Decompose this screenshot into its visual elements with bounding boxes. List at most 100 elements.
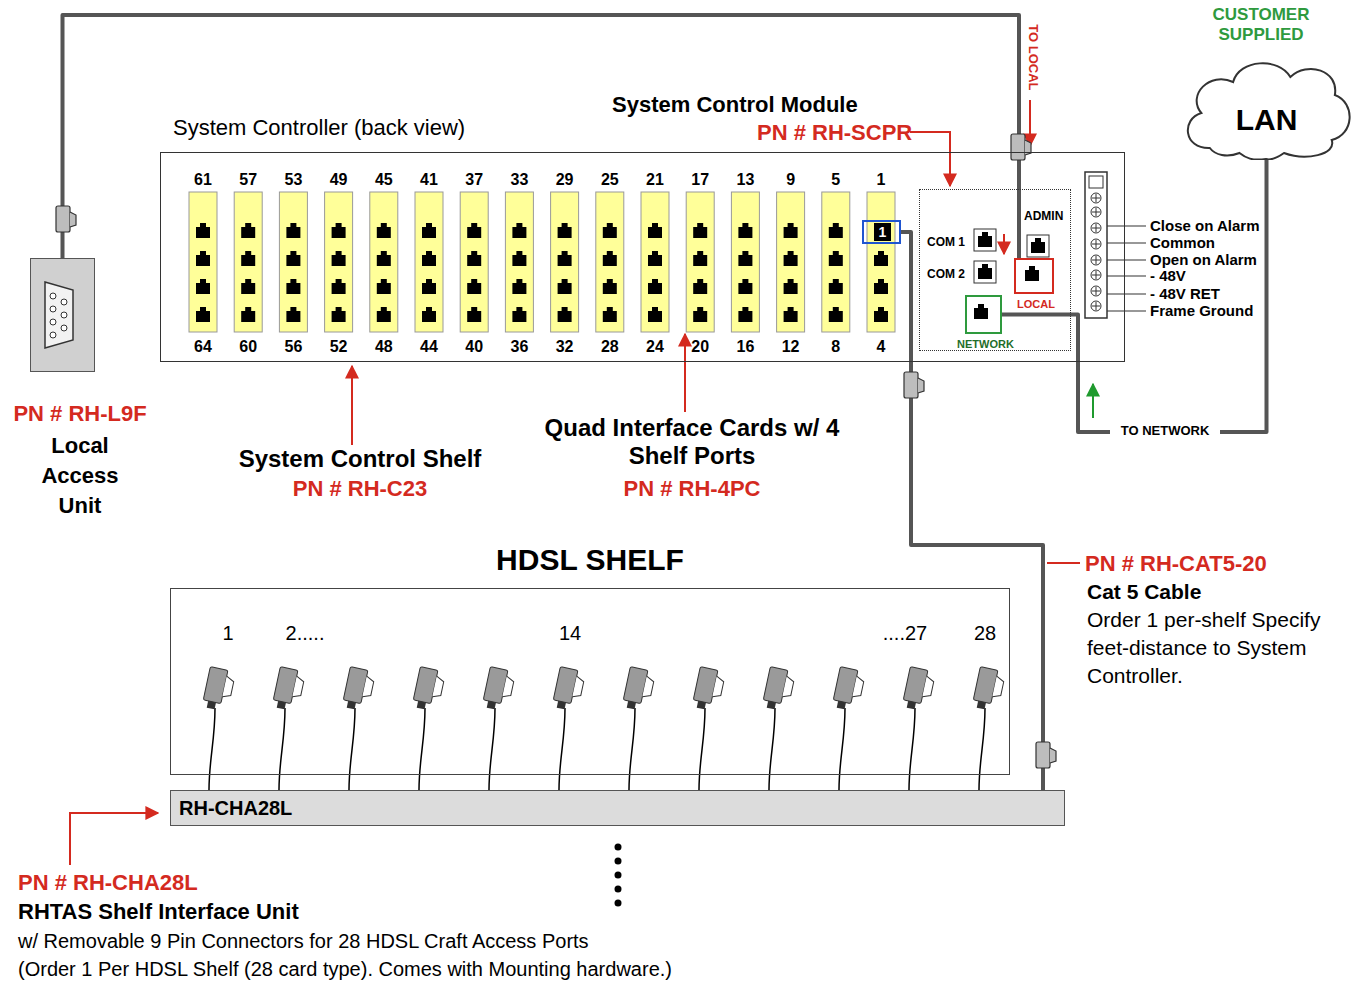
plug xyxy=(413,667,438,704)
plug xyxy=(277,701,286,710)
screw xyxy=(1091,286,1101,296)
port-frame xyxy=(974,229,996,251)
screw xyxy=(1091,270,1101,280)
plug xyxy=(203,667,228,704)
port-number: 32 xyxy=(550,338,580,356)
port-number: 33 xyxy=(504,171,534,189)
cable-plug xyxy=(1011,134,1025,160)
jack xyxy=(558,223,572,238)
hdsl-shelf: HDSL SHELF xyxy=(170,588,1010,775)
shelf-interface-bar: RH-CHA28L xyxy=(170,790,1065,826)
local-access-unit: PN # RH-L9FLocal Access Unit xyxy=(30,258,95,372)
jack xyxy=(874,251,888,266)
plug xyxy=(222,676,234,698)
terminal-block xyxy=(1107,226,1146,311)
node-text: CUSTOMER SUPPLIED xyxy=(1201,5,1321,45)
plug xyxy=(483,667,508,704)
jack xyxy=(512,307,526,322)
plug xyxy=(972,667,1006,713)
plug xyxy=(977,701,986,710)
leader-line xyxy=(1107,225,1146,226)
interface-card xyxy=(505,192,533,332)
callout-label: Order 1 per-shelf Specify feet-distance … xyxy=(1087,606,1322,690)
jack xyxy=(467,307,481,322)
plug xyxy=(832,667,866,713)
port-number: 53 xyxy=(278,171,308,189)
port-number: 28 xyxy=(595,338,625,356)
cable xyxy=(489,708,495,790)
plug xyxy=(622,667,656,713)
callout-label: ....27 xyxy=(870,622,940,645)
jack xyxy=(241,307,255,322)
jack xyxy=(196,279,210,294)
local-access-unit xyxy=(50,306,56,312)
port-number: 48 xyxy=(369,338,399,356)
callout-label: Open on Alarm xyxy=(1150,251,1257,268)
cable xyxy=(349,708,355,790)
jack xyxy=(738,279,752,294)
interface-card xyxy=(641,192,669,332)
screw xyxy=(1092,194,1100,202)
plug xyxy=(292,676,304,698)
plug xyxy=(557,701,566,710)
callout-label: Quad Interface Cards w/ 4 Shelf Ports xyxy=(542,414,842,469)
port-frame xyxy=(1027,235,1049,257)
jack xyxy=(332,307,346,322)
jack xyxy=(648,307,662,322)
cable xyxy=(279,708,285,790)
jack xyxy=(422,279,436,294)
continuation-dots xyxy=(615,844,622,907)
screw xyxy=(1092,256,1100,264)
callout-label: PN # RH-CAT5-20 xyxy=(1085,551,1267,576)
jack xyxy=(286,307,300,322)
terminal-block xyxy=(1089,176,1103,188)
port-number: 57 xyxy=(233,171,263,189)
jack xyxy=(1025,266,1039,281)
plug xyxy=(623,667,648,704)
plug xyxy=(552,667,586,713)
screw xyxy=(1091,207,1101,217)
jack xyxy=(377,279,391,294)
local-access-unit xyxy=(61,312,67,318)
jack xyxy=(738,251,752,266)
interface-card xyxy=(189,192,217,332)
callout-arrow xyxy=(1092,384,1094,418)
jack xyxy=(603,251,617,266)
plug xyxy=(763,667,788,704)
cable xyxy=(979,708,985,790)
interface-card xyxy=(777,192,805,332)
plug xyxy=(922,676,934,698)
plug xyxy=(782,676,794,698)
jack xyxy=(874,279,888,294)
plug xyxy=(837,701,846,710)
jack xyxy=(1031,238,1045,253)
node-text: System Controller (back view) xyxy=(173,115,465,140)
leader-line xyxy=(1107,242,1146,243)
node-text: ADMIN xyxy=(1024,210,1063,224)
interface-card xyxy=(731,192,759,332)
node-text: LAN xyxy=(1178,103,1355,138)
callout-label: 28 xyxy=(950,622,1020,645)
screw xyxy=(1092,271,1100,279)
jack xyxy=(784,251,798,266)
callout-label: Close on Alarm xyxy=(1150,217,1259,234)
jack xyxy=(241,251,255,266)
jack xyxy=(829,223,843,238)
port-number: 52 xyxy=(324,338,354,356)
jack xyxy=(738,223,752,238)
continuation-dots xyxy=(615,872,622,879)
port-number: 1 xyxy=(866,171,896,189)
jack xyxy=(978,232,992,247)
port-number: 12 xyxy=(776,338,806,356)
jack xyxy=(241,223,255,238)
jack xyxy=(784,307,798,322)
cable xyxy=(839,708,845,790)
jack xyxy=(512,223,526,238)
cable xyxy=(699,708,705,790)
port-number: 21 xyxy=(640,171,670,189)
interface-card xyxy=(822,192,850,332)
jack xyxy=(603,279,617,294)
port-number: 45 xyxy=(369,171,399,189)
local-access-unit xyxy=(45,282,73,348)
